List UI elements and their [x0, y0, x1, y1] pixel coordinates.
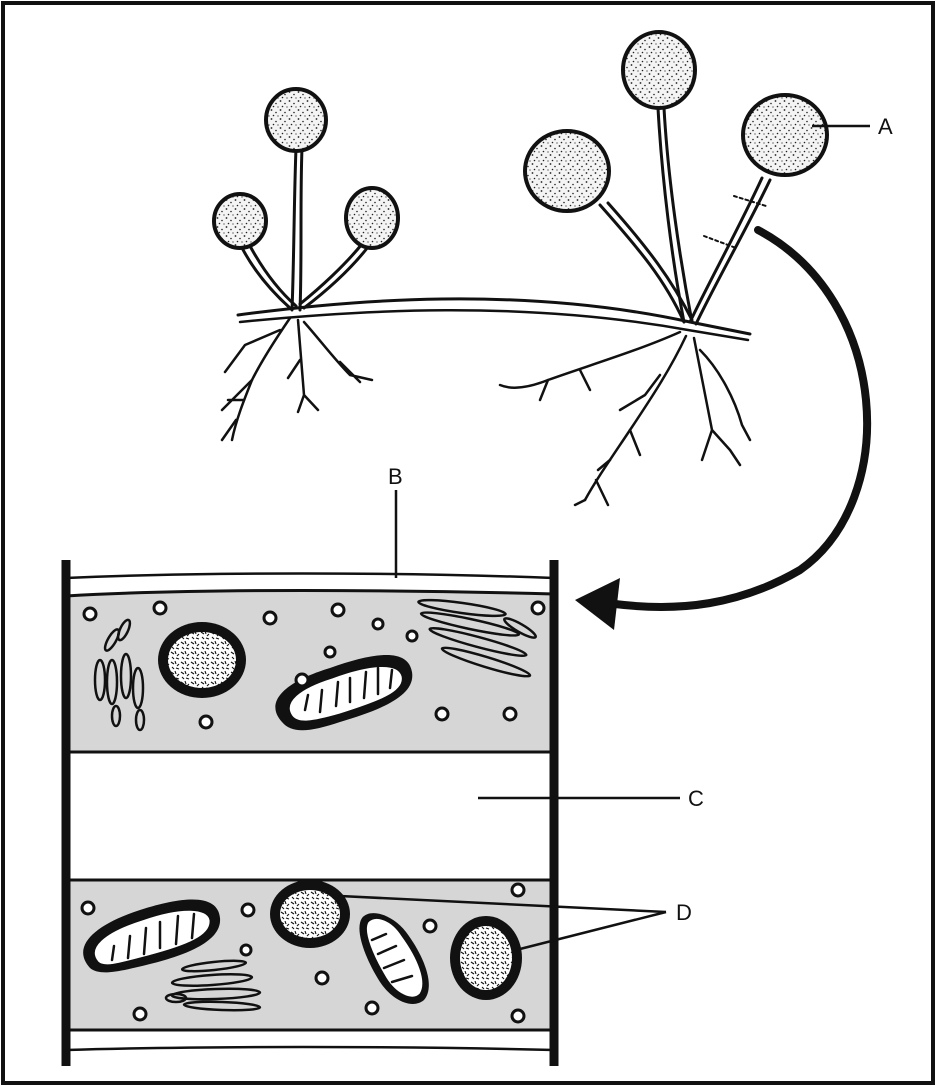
- rhizoid-icon: [500, 332, 750, 505]
- label-b-text: B: [388, 464, 403, 489]
- label-d-text: D: [676, 900, 692, 925]
- nucleus-icon: [158, 622, 246, 698]
- sporangium-icon: [214, 194, 266, 248]
- hypha-cross-section-icon: [66, 560, 554, 1066]
- curved-arrow-icon: [575, 230, 867, 630]
- nucleus-icon: [270, 880, 350, 948]
- label-c-text: C: [688, 786, 704, 811]
- nucleus-icon: [450, 916, 522, 1000]
- sporangium-icon: [346, 188, 398, 248]
- mold-organism: [214, 32, 827, 505]
- label-b: B: [388, 464, 403, 578]
- rhizoid-icon: [222, 318, 372, 440]
- sporangium-icon: [743, 95, 827, 175]
- sporangium-icon: [266, 89, 326, 151]
- sporangium-icon: [525, 131, 609, 211]
- label-a-text: A: [878, 114, 893, 139]
- sporangium-icon: [623, 32, 695, 108]
- label-c: C: [478, 786, 704, 811]
